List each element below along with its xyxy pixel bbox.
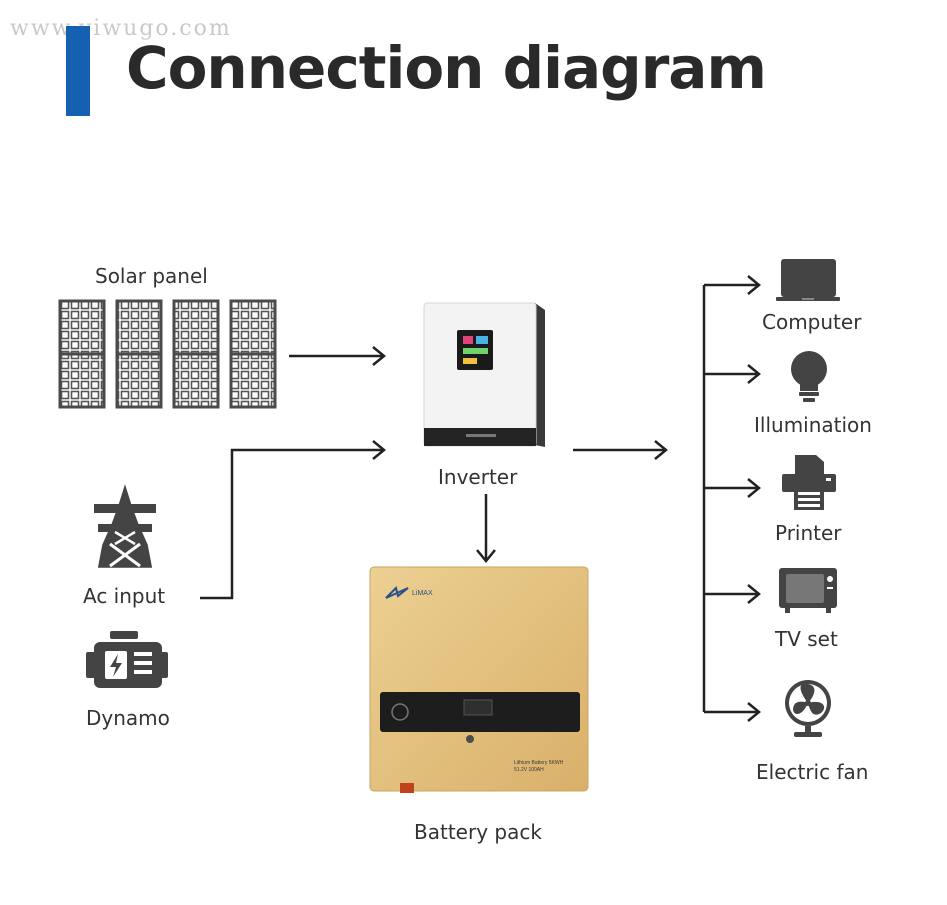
battery-pack-label: Battery pack [414, 820, 542, 844]
output-label-illumination: Illumination [754, 413, 872, 437]
computer-icon [776, 259, 840, 301]
svg-text:LiMAX: LiMAX [412, 590, 433, 597]
ac-input-label: Ac input [83, 584, 166, 608]
printer-icon [782, 455, 836, 510]
dynamo-label: Dynamo [86, 706, 170, 730]
tv-icon [779, 568, 837, 613]
bulb-icon [791, 351, 827, 402]
inverter-device [423, 302, 545, 447]
fan-icon [785, 680, 831, 737]
battery-pack-device: LiMAX Lithium Battery 5KWH 51.2V 100AH [369, 566, 589, 793]
connector-lines [200, 275, 761, 722]
output-label-tv: TV set [775, 627, 838, 651]
title-accent-bar [66, 26, 90, 116]
output-label-computer: Computer [762, 310, 862, 334]
generator-icon [86, 631, 168, 688]
battery-plate-line2: 51.2V 100AH [514, 767, 544, 773]
battery-plate-line1: Lithium Battery 5KWH [514, 760, 564, 766]
power-tower-icon [94, 484, 156, 568]
page-title: Connection diagram [126, 34, 767, 102]
solar-panel-icon [58, 299, 277, 409]
inverter-label: Inverter [438, 465, 518, 489]
watermark: www.yiwugo.com [10, 16, 232, 41]
output-label-printer: Printer [775, 521, 842, 545]
solar-panel-label: Solar panel [95, 264, 208, 288]
output-label-fan: Electric fan [756, 760, 869, 784]
